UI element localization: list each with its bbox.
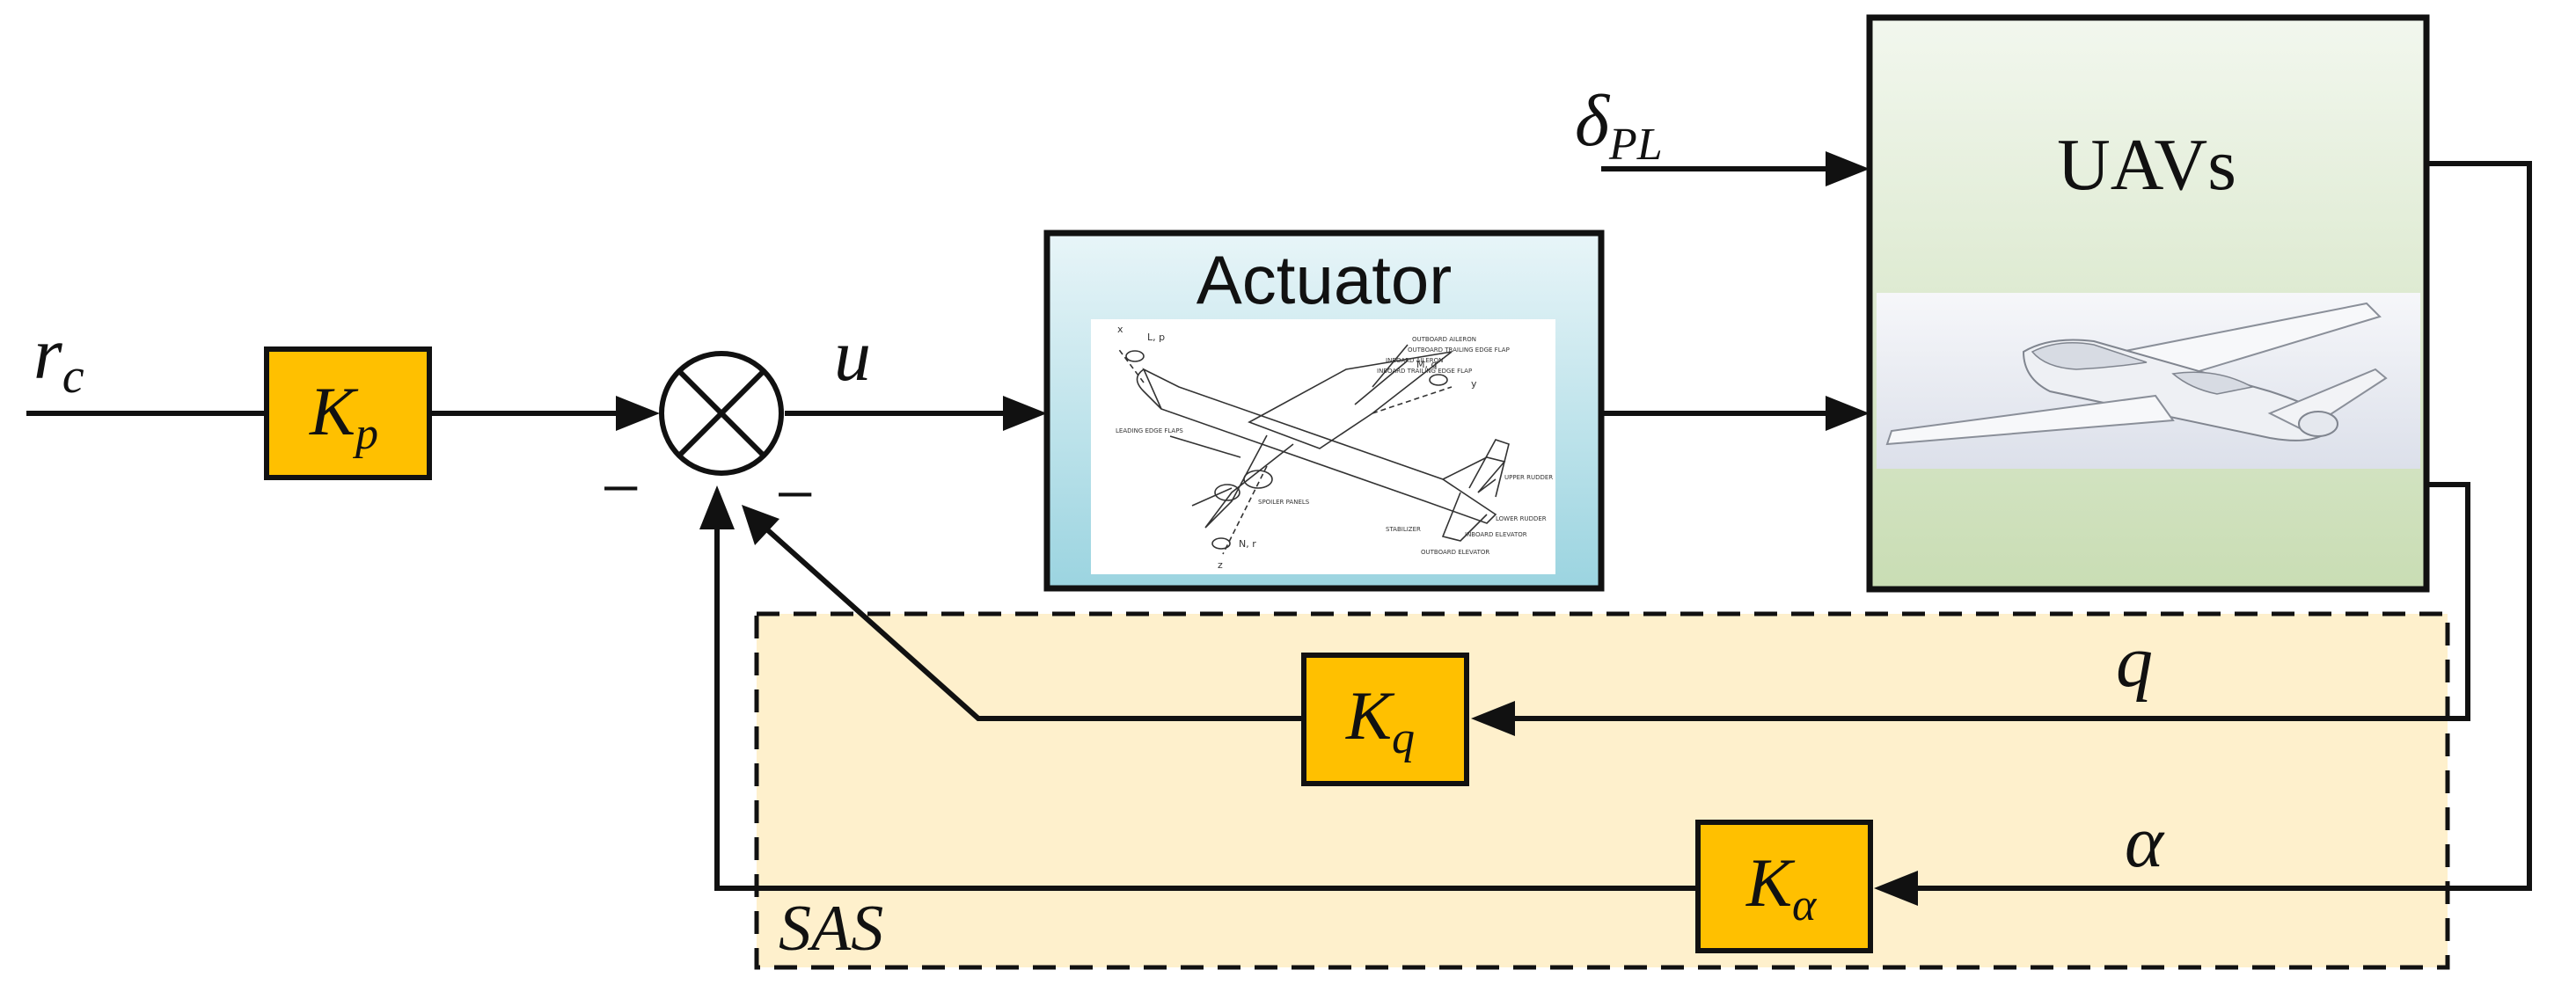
svg-text:OUTBOARD ELEVATOR: OUTBOARD ELEVATOR	[1421, 549, 1489, 556]
uav-title: UAVs	[2057, 124, 2236, 206]
sas-region	[754, 611, 2450, 970]
svg-text:x: x	[1117, 324, 1123, 335]
svg-text:LOWER RUDDER: LOWER RUDDER	[1496, 515, 1547, 522]
signal-arrowheads	[616, 151, 1918, 906]
gain-kq-block	[1301, 653, 1469, 786]
arrowhead-kalpha-feedback-into-sum	[699, 485, 735, 529]
gain-kalpha-block	[1695, 820, 1873, 953]
svg-text:N, r: N, r	[1239, 538, 1256, 550]
minus-sign-left: _	[604, 428, 638, 492]
arrowhead-into-kq	[1471, 701, 1515, 736]
svg-text:y: y	[1471, 378, 1477, 390]
svg-text:STABILIZER: STABILIZER	[1386, 526, 1421, 533]
signal-wires	[26, 161, 2532, 891]
minus-sign-right: _	[779, 434, 812, 498]
svg-text:z: z	[1218, 559, 1223, 571]
arrowhead-into-uav-input	[1826, 396, 1870, 431]
svg-text:LEADING EDGE FLAPS: LEADING EDGE FLAPS	[1116, 427, 1183, 434]
feedback-q-label: q	[2116, 621, 2153, 703]
gain-kp-label: Kp	[309, 373, 378, 459]
svg-text:SPOILER PANELS: SPOILER PANELS	[1258, 499, 1310, 506]
svg-text:OUTBOARD AILERON: OUTBOARD AILERON	[1412, 336, 1476, 343]
input-label: rc	[33, 313, 84, 404]
arrowhead-into-sum	[616, 396, 660, 431]
feedback-alpha-label: α	[2125, 801, 2165, 883]
gain-kalpha-label: Kα	[1745, 844, 1818, 930]
svg-text:INBOARD AILERON: INBOARD AILERON	[1386, 357, 1443, 364]
svg-text:INBOARD TRAILING EDGE FLAP: INBOARD TRAILING EDGE FLAP	[1377, 368, 1472, 375]
sas-label: SAS	[779, 893, 883, 965]
aircraft-axes-schematic: x L, p M, q y N, r z OUTBOARD AILERON OU…	[1091, 319, 1555, 574]
disturbance-label: δPL	[1575, 80, 1663, 170]
arrowhead-into-kalpha	[1874, 871, 1918, 906]
svg-text:L, p: L, p	[1147, 332, 1165, 343]
arrowhead-into-actuator	[1003, 396, 1047, 431]
summing-junction	[659, 351, 784, 476]
svg-text:UPPER RUDDER: UPPER RUDDER	[1504, 474, 1553, 481]
control-signal-label: u	[834, 315, 871, 397]
uav-aircraft-render	[1877, 293, 2420, 469]
svg-text:OUTBOARD TRAILING EDGE FLAP: OUTBOARD TRAILING EDGE FLAP	[1408, 346, 1510, 354]
gain-kp-block	[264, 346, 432, 480]
svg-text:INBOARD ELEVATOR: INBOARD ELEVATOR	[1465, 531, 1527, 538]
actuator-title: Actuator	[1197, 241, 1452, 318]
arrowhead-disturbance	[1826, 151, 1870, 186]
gain-kq-label: Kq	[1345, 677, 1415, 763]
svg-text:M, q: M, q	[1416, 359, 1437, 370]
arrowhead-kq-feedback-into-sum	[742, 505, 779, 545]
